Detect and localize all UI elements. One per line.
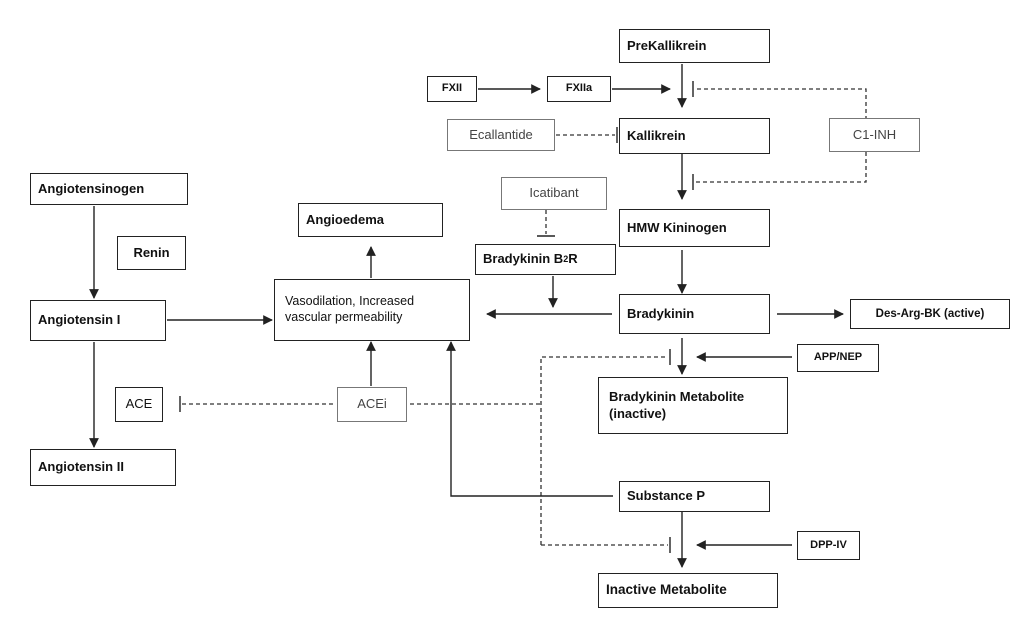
angiotensin-2-box: Angiotensin II [30, 449, 176, 486]
angiotensinogen-box: Angiotensinogen [30, 173, 188, 205]
hmw-kininogen-box: HMW Kininogen [619, 209, 770, 247]
c1-inh-box: C1-INH [829, 118, 920, 152]
fxiia-box: FXIIa [547, 76, 611, 102]
arrow-substancep-to-vasodilation [446, 341, 613, 497]
prekallikrein-box: PreKallikrein [619, 29, 770, 63]
bradykinin-b2r-label: Bradykinin B [483, 251, 564, 267]
bradykinin-b2r-suffix: R [568, 251, 578, 267]
vasodilation-box: Vasodilation, Increased vascular permeab… [274, 279, 470, 341]
angiotensin-1-box: Angiotensin I [30, 300, 166, 341]
des-arg-bk-box: Des-Arg-BK (active) [850, 299, 1010, 329]
ace-box: ACE [115, 387, 163, 422]
dpp-iv-box: DPP-IV [797, 531, 860, 560]
icatibant-box: Icatibant [501, 177, 607, 210]
bradykinin-b2r-subscript: 2 [563, 253, 569, 264]
angioedema-box: Angioedema [298, 203, 443, 237]
c1inh-inhibit-lower [695, 152, 867, 183]
inactive-metabolite-box: Inactive Metabolite [598, 573, 778, 608]
fxii-box: FXII [427, 76, 477, 102]
kallikrein-box: Kallikrein [619, 118, 770, 154]
app-nep-box: APP/NEP [797, 344, 879, 372]
renin-box: Renin [117, 236, 186, 270]
acei-box: ACEi [337, 387, 407, 422]
bradykinin-box: Bradykinin [619, 294, 770, 334]
substance-p-box: Substance P [619, 481, 770, 512]
c1inh-inhibit-upper [695, 88, 867, 120]
ecallantide-box: Ecallantide [447, 119, 555, 151]
bradykinin-metabolite-box: Bradykinin Metabolite (inactive) [598, 377, 788, 434]
